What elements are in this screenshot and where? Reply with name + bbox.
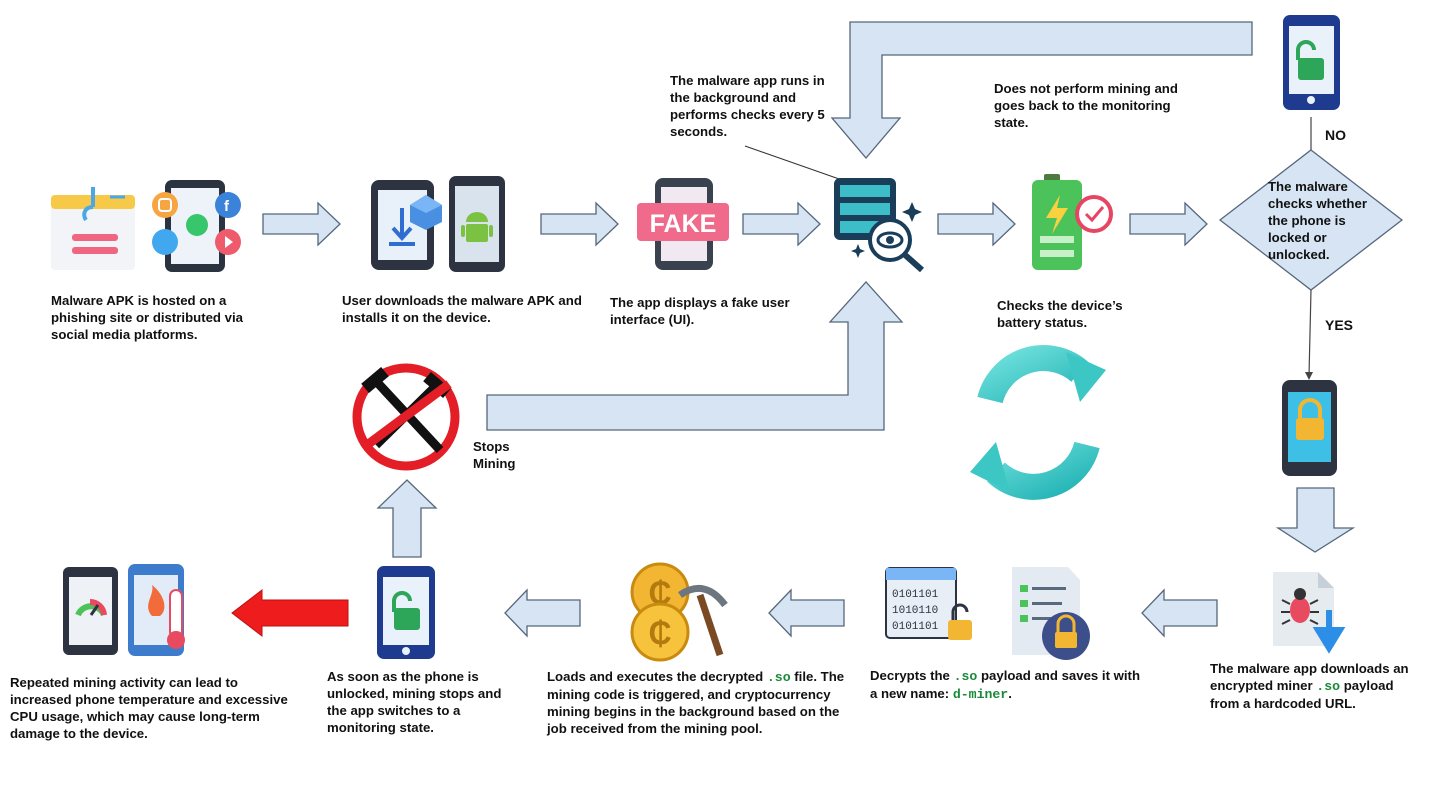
step-7-caption: Does not perform mining and goes back to… xyxy=(994,80,1199,131)
fake-ui-phone-icon: FAKE xyxy=(637,178,729,270)
yes-label: YES xyxy=(1325,317,1353,333)
step-3-caption: The app displays a fake user interface (… xyxy=(610,294,790,328)
unlocked-phone-icon-bottom xyxy=(377,566,435,659)
locked-phone-icon xyxy=(1282,380,1337,476)
step-11-caption: As soon as the phone is unlocked, mining… xyxy=(327,668,512,736)
step-11-text: As soon as the phone is unlocked, mining… xyxy=(327,669,502,735)
android-phone-icon xyxy=(449,176,505,272)
red-arrow xyxy=(231,588,349,638)
fake-label: FAKE xyxy=(650,210,717,238)
flow-arrow-left-3 xyxy=(504,588,581,638)
binary-file-icon: 0101101 1010110 0101101 xyxy=(885,567,972,640)
step-9-text-a: Decrypts the xyxy=(870,668,954,683)
flow-arrow-1 xyxy=(262,201,341,247)
step-12-caption: Repeated mining activity can lead to inc… xyxy=(10,674,300,742)
battery-icon xyxy=(1032,174,1113,270)
step-9-code-2: d-miner xyxy=(952,687,1009,702)
step-9-code-1: .so xyxy=(953,669,978,684)
locked-document-icon xyxy=(1012,567,1090,660)
flow-arrow-5 xyxy=(1129,201,1208,247)
social-phone-icon: f xyxy=(152,180,241,272)
phishing-site-icon xyxy=(51,187,135,270)
step-4-text: The malware app runs in the background a… xyxy=(670,73,825,139)
stop-mining-icon xyxy=(352,363,460,471)
svg-text:f: f xyxy=(224,198,230,215)
step-9-caption: Decrypts the .so payload and saves it wi… xyxy=(870,667,1140,703)
binary-line-1: 0101101 xyxy=(892,589,939,601)
malicious-file-download-icon xyxy=(1273,572,1346,654)
flow-arrow-3 xyxy=(742,201,821,247)
flow-arrow-down xyxy=(1275,487,1356,553)
stops-mining-text: Stops Mining xyxy=(473,439,516,471)
step-8-code: .so xyxy=(1316,679,1341,694)
step-9-text-b: payload and saves it with a new name: xyxy=(870,668,1141,701)
step-4-caption: The malware app runs in the background a… xyxy=(670,72,840,140)
svg-text:₵: ₵ xyxy=(648,575,671,611)
cycle-refresh-icon xyxy=(970,345,1106,500)
overheat-phone-icon xyxy=(63,564,185,656)
step-8-text-b: payload from a hardcoded URL. xyxy=(1210,678,1394,711)
step-8-text-a: The malware app downloads an encrypted m… xyxy=(1210,661,1409,693)
return-arrow-stops xyxy=(486,281,904,431)
step-10-caption: Loads and executes the decrypted .so fil… xyxy=(547,668,847,737)
step-6-caption: The malware checks whether the phone is … xyxy=(1268,178,1380,263)
step-12-text: Repeated mining activity can lead to inc… xyxy=(10,675,288,741)
flow-arrow-left-1 xyxy=(1141,588,1218,638)
step-9-text-c: . xyxy=(1008,686,1012,701)
flow-arrow-4 xyxy=(937,201,1016,247)
binary-line-3: 0101101 xyxy=(892,621,939,633)
return-arrow-top xyxy=(830,21,1253,160)
step-2-text: User downloads the malware APK and insta… xyxy=(342,293,582,325)
step-1-caption: Malware APK is hosted on a phishing site… xyxy=(51,292,281,343)
download-phone-icon xyxy=(371,180,442,270)
no-label: NO xyxy=(1325,127,1346,143)
server-monitor-icon xyxy=(834,178,924,273)
step-2-caption: User downloads the malware APK and insta… xyxy=(342,292,582,326)
step-3-text: The app displays a fake user interface (… xyxy=(610,295,790,327)
flow-arrow-2 xyxy=(540,201,619,247)
step-6-text: The malware checks whether the phone is … xyxy=(1268,179,1367,262)
yes-arrowhead xyxy=(1305,372,1313,380)
binary-line-2: 1010110 xyxy=(892,605,938,617)
step-8-caption: The malware app downloads an encrypted m… xyxy=(1210,660,1415,712)
unlocked-phone-icon-top xyxy=(1283,15,1340,110)
pointer-line xyxy=(744,145,843,181)
flow-arrow-up xyxy=(376,479,438,558)
step-1-text: Malware APK is hosted on a phishing site… xyxy=(51,293,243,342)
stops-mining-caption: Stops Mining xyxy=(473,438,533,472)
yes-line xyxy=(1308,289,1312,377)
svg-text:₵: ₵ xyxy=(648,615,671,651)
step-10-code: .so xyxy=(766,670,791,685)
step-10-text-a: Loads and executes the decrypted xyxy=(547,669,767,684)
flow-arrow-left-2 xyxy=(768,588,845,638)
crypto-mining-icon: ₵ ₵ xyxy=(630,562,728,662)
step-5-text: Checks the device’s battery status. xyxy=(997,298,1123,330)
step-5-caption: Checks the device’s battery status. xyxy=(997,297,1157,331)
step-7-text: Does not perform mining and goes back to… xyxy=(994,81,1178,130)
step-10-text-b: file. The mining code is triggered, and … xyxy=(547,669,845,736)
